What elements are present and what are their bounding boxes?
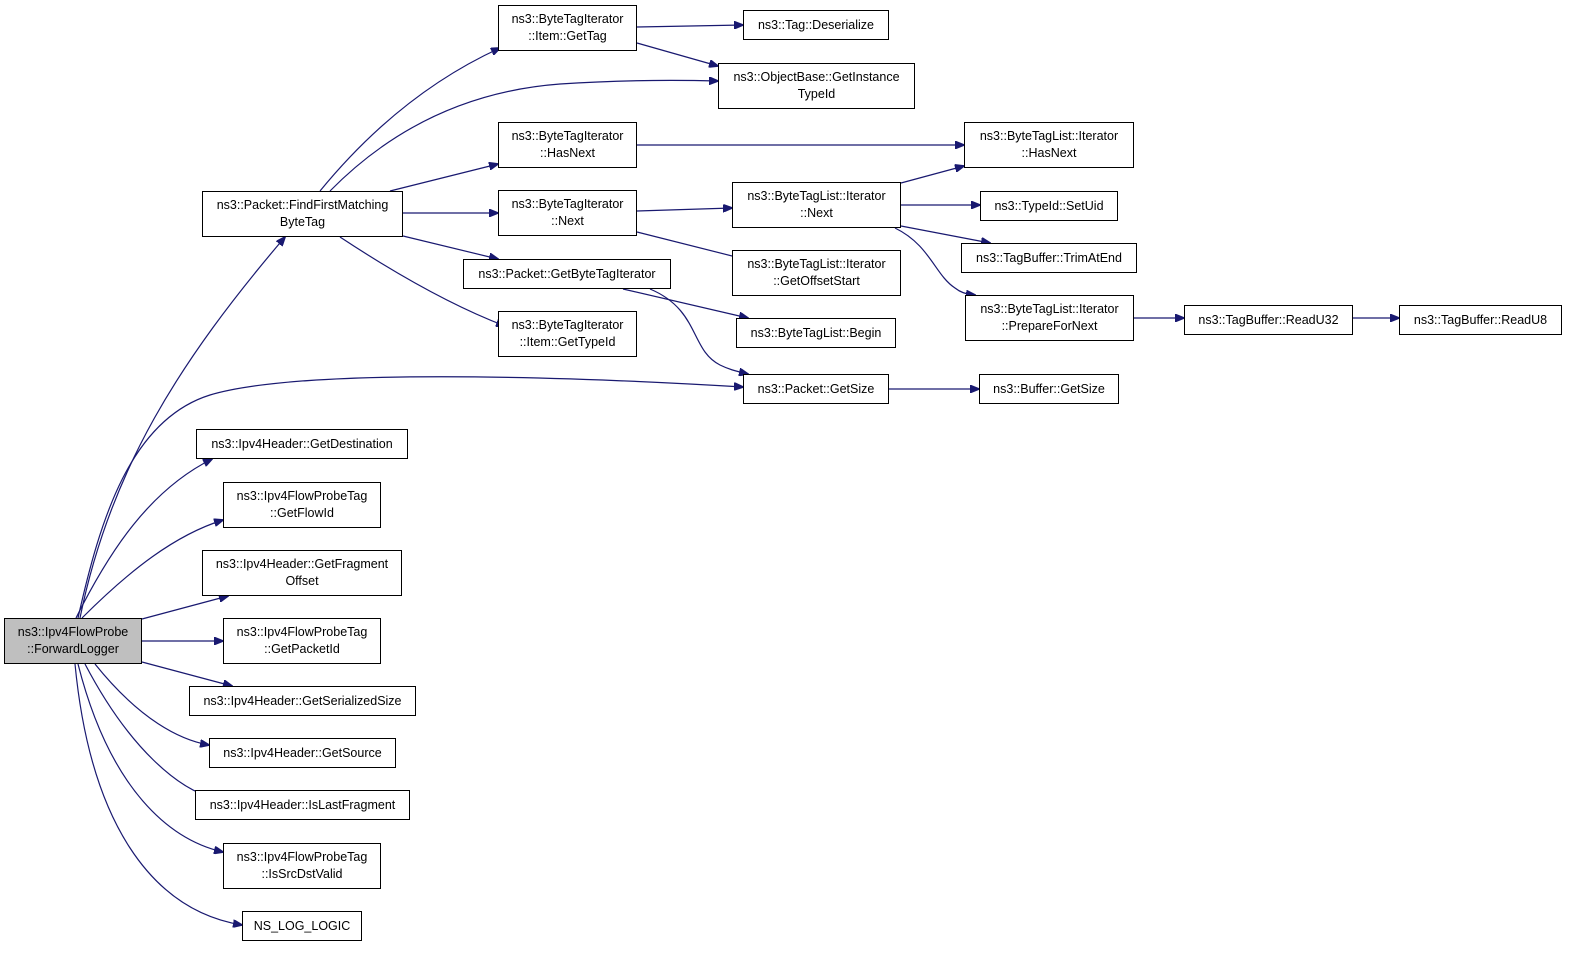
edge-root-to-ns-log-logic bbox=[74, 663, 242, 925]
node-label-line: ns3::TagBuffer::ReadU8 bbox=[1413, 312, 1548, 327]
node-label-line: ns3::ByteTagList::Iterator bbox=[747, 189, 886, 203]
edge-root-to-get-source bbox=[94, 663, 209, 745]
node-label-line: TypeId bbox=[797, 87, 836, 101]
edge-bti-next-to-btl-iter-get-offset-start bbox=[636, 231, 748, 260]
node-label-line: ByteTag bbox=[279, 215, 326, 229]
node-label-line: ::Item::GetTag bbox=[528, 29, 607, 43]
node-label-line: ns3::TagBuffer::ReadU32 bbox=[1198, 312, 1339, 327]
node-label-line: ns3::Ipv4Header::GetSource bbox=[223, 745, 382, 760]
node-ns-log-logic[interactable]: NS_LOG_LOGIC bbox=[242, 911, 362, 941]
edge-root-to-get-serialized-size bbox=[141, 661, 232, 686]
edge-root-to-is-src-dst-valid bbox=[77, 663, 223, 852]
node-bti-item-get-type-id[interactable]: ns3::ByteTagIterator::Item::GetTypeId bbox=[498, 311, 637, 357]
node-btl-begin[interactable]: ns3::ByteTagList::Begin bbox=[736, 318, 896, 348]
node-get-source[interactable]: ns3::Ipv4Header::GetSource bbox=[209, 738, 396, 768]
node-label-line: ns3::Ipv4FlowProbeTag bbox=[236, 625, 368, 639]
node-buffer-get-size[interactable]: ns3::Buffer::GetSize bbox=[979, 374, 1119, 404]
node-label-line: ns3::ByteTagIterator bbox=[511, 318, 624, 332]
edge-root-to-find-first bbox=[79, 237, 285, 619]
edge-bti-next-to-btl-iter-next bbox=[636, 208, 732, 211]
node-tag-deserialize[interactable]: ns3::Tag::Deserialize bbox=[743, 10, 889, 40]
node-btl-iter-has-next[interactable]: ns3::ByteTagList::Iterator::HasNext bbox=[964, 122, 1134, 168]
node-label-line: ns3::Ipv4Header::GetSerializedSize bbox=[203, 693, 402, 708]
node-label-line: ns3::Ipv4Header::GetDestination bbox=[211, 436, 393, 451]
node-is-last-fragment[interactable]: ns3::Ipv4Header::IsLastFragment bbox=[195, 790, 410, 820]
node-bti-item-get-tag[interactable]: ns3::ByteTagIterator::Item::GetTag bbox=[498, 5, 637, 51]
edge-btl-iter-next-to-tagbuffer-trim-at-end bbox=[900, 225, 990, 243]
node-label-line: ::Next bbox=[800, 206, 833, 220]
node-btl-iter-prepare-for-next[interactable]: ns3::ByteTagList::Iterator::PrepareForNe… bbox=[965, 295, 1134, 341]
node-bti-next[interactable]: ns3::ByteTagIterator::Next bbox=[498, 190, 637, 236]
node-label-line: ::PrepareForNext bbox=[1001, 319, 1098, 333]
node-label-line: ns3::TypeId::SetUid bbox=[994, 198, 1104, 213]
node-label-line: ns3::ByteTagList::Begin bbox=[750, 325, 882, 340]
node-label-line: ::HasNext bbox=[540, 146, 595, 160]
node-label-line: ::GetPacketId bbox=[264, 642, 340, 656]
node-label-line: ns3::Ipv4Header::IsLastFragment bbox=[209, 797, 396, 812]
edge-bti-item-get-tag-to-objectbase-get-instance-typeid bbox=[636, 42, 718, 66]
edge-btl-iter-next-to-btl-iter-has-next bbox=[900, 166, 964, 184]
node-label-line: Offset bbox=[285, 574, 319, 588]
node-label-line: ::IsSrcDstValid bbox=[261, 867, 343, 881]
node-tagbuffer-read-u8[interactable]: ns3::TagBuffer::ReadU8 bbox=[1399, 305, 1562, 335]
node-label-line: ::GetOffsetStart bbox=[773, 274, 860, 288]
node-btl-iter-get-offset-start[interactable]: ns3::ByteTagList::Iterator::GetOffsetSta… bbox=[732, 250, 901, 296]
node-label-line: ns3::Packet::FindFirstMatching bbox=[216, 198, 389, 212]
node-label-line: ns3::Packet::GetSize bbox=[757, 381, 875, 396]
node-label-line: ns3::Ipv4FlowProbeTag bbox=[236, 489, 368, 503]
node-label-line: ns3::Buffer::GetSize bbox=[993, 381, 1105, 396]
edge-root-to-packet-get-size bbox=[77, 376, 743, 619]
node-label-line: ns3::Tag::Deserialize bbox=[757, 17, 875, 32]
node-label-line: ns3::ByteTagList::Iterator bbox=[747, 257, 886, 271]
node-tagbuffer-read-u32[interactable]: ns3::TagBuffer::ReadU32 bbox=[1184, 305, 1353, 335]
node-label-line: ::GetFlowId bbox=[270, 506, 334, 520]
node-tagbuffer-trim-at-end[interactable]: ns3::TagBuffer::TrimAtEnd bbox=[961, 243, 1137, 273]
node-get-packet-id[interactable]: ns3::Ipv4FlowProbeTag::GetPacketId bbox=[223, 618, 381, 664]
node-label-line: ns3::ByteTagIterator bbox=[511, 12, 624, 26]
node-get-destination[interactable]: ns3::Ipv4Header::GetDestination bbox=[196, 429, 408, 459]
node-label-line: ::Item::GetTypeId bbox=[519, 335, 616, 349]
edge-find-first-to-get-byte-tag-iterator bbox=[402, 235, 498, 259]
node-label-line: ns3::ByteTagList::Iterator bbox=[980, 302, 1119, 316]
node-label-line: ns3::TagBuffer::TrimAtEnd bbox=[976, 250, 1122, 265]
node-btl-iter-next[interactable]: ns3::ByteTagList::Iterator::Next bbox=[732, 182, 901, 228]
node-label-line: ns3::Ipv4Header::GetFragment bbox=[215, 557, 389, 571]
edge-get-byte-tag-iterator-to-btl-begin bbox=[622, 288, 748, 318]
edge-find-first-to-bti-has-next bbox=[389, 164, 498, 192]
node-is-src-dst-valid[interactable]: ns3::Ipv4FlowProbeTag::IsSrcDstValid bbox=[223, 843, 381, 889]
node-label-line: ::Next bbox=[551, 214, 584, 228]
edge-find-first-to-bti-item-get-tag bbox=[319, 48, 500, 192]
node-label-line: ns3::Packet::GetByteTagIterator bbox=[478, 266, 656, 281]
edge-btl-iter-next-to-btl-iter-prepare-for-next bbox=[894, 227, 975, 295]
edge-root-to-get-fragment-offset bbox=[141, 596, 228, 620]
node-get-flow-id[interactable]: ns3::Ipv4FlowProbeTag::GetFlowId bbox=[223, 482, 381, 528]
edge-find-first-to-bti-item-get-type-id bbox=[339, 236, 505, 326]
node-packet-get-size[interactable]: ns3::Packet::GetSize bbox=[743, 374, 889, 404]
node-label-line: ::ForwardLogger bbox=[27, 642, 119, 656]
edge-root-to-get-destination bbox=[75, 459, 212, 619]
edge-find-first-to-objectbase-get-instance-typeid bbox=[329, 80, 718, 192]
node-label-line: ns3::ByteTagList::Iterator bbox=[979, 129, 1119, 143]
node-label-line: ns3::Ipv4FlowProbeTag bbox=[236, 850, 368, 864]
node-get-serialized-size[interactable]: ns3::Ipv4Header::GetSerializedSize bbox=[189, 686, 416, 716]
edge-get-byte-tag-iterator-to-packet-get-size bbox=[649, 288, 748, 374]
edge-root-to-is-last-fragment bbox=[84, 663, 214, 798]
node-label-line: ns3::Ipv4FlowProbe bbox=[17, 625, 129, 639]
edge-bti-item-get-tag-to-tag-deserialize bbox=[636, 25, 743, 27]
node-get-byte-tag-iterator[interactable]: ns3::Packet::GetByteTagIterator bbox=[463, 259, 671, 289]
edge-root-to-get-flow-id bbox=[81, 520, 223, 619]
node-bti-has-next[interactable]: ns3::ByteTagIterator::HasNext bbox=[498, 122, 637, 168]
node-label-line: NS_LOG_LOGIC bbox=[253, 918, 351, 933]
node-label-line: ns3::ByteTagIterator bbox=[511, 197, 624, 211]
node-label-line: ns3::ObjectBase::GetInstance bbox=[733, 70, 900, 84]
node-root[interactable]: ns3::Ipv4FlowProbe::ForwardLogger bbox=[4, 618, 142, 664]
node-typeid-set-uid[interactable]: ns3::TypeId::SetUid bbox=[980, 191, 1118, 221]
node-label-line: ns3::ByteTagIterator bbox=[511, 129, 624, 143]
node-label-line: ::HasNext bbox=[1021, 146, 1077, 160]
